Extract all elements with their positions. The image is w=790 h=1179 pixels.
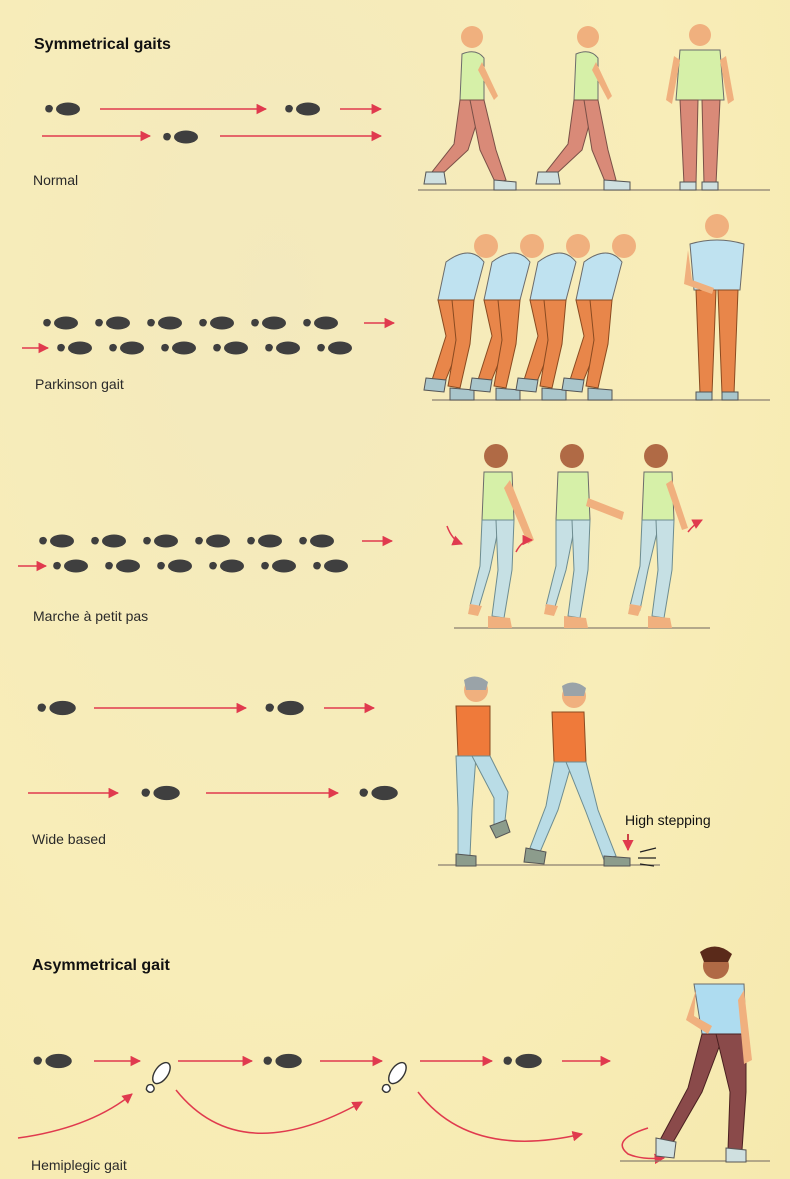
normal-standing <box>666 24 734 190</box>
parkinson-walkers <box>424 234 636 400</box>
normal-walker-2 <box>536 26 630 190</box>
petit-pas-walkers <box>447 444 702 628</box>
hemiplegic-footprints <box>34 1054 542 1096</box>
high-stepping-marker <box>628 834 656 866</box>
wide-based-arrows <box>28 708 374 793</box>
footprint <box>45 103 80 116</box>
footprint <box>285 103 320 116</box>
footprint <box>163 131 198 144</box>
hemiplegic-walker <box>656 946 752 1162</box>
normal-walker-1 <box>424 26 516 190</box>
normal-arrows <box>42 109 381 136</box>
petit-pas-footprints <box>39 535 348 573</box>
wide-based-walkers <box>456 676 630 866</box>
parkinson-footprints <box>43 317 352 355</box>
parkinson-standing <box>684 214 744 400</box>
wide-based-footprints <box>38 701 398 800</box>
hemiplegic-arrows <box>18 1061 664 1159</box>
